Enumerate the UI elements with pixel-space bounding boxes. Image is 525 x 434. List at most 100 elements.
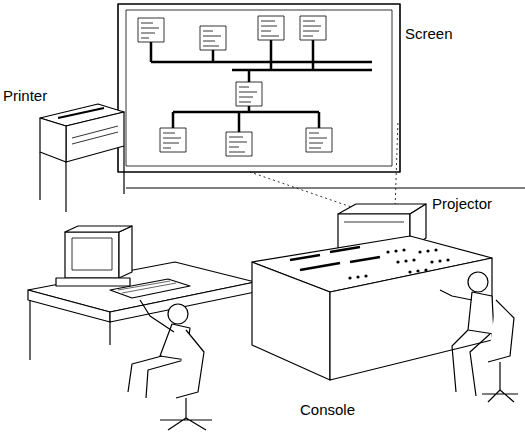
screen-diagram-wires-part <box>212 50 215 62</box>
screen-diagram-boxes-part <box>226 132 252 156</box>
control-console-part-part <box>430 260 433 263</box>
control-console-part-part <box>300 263 340 270</box>
screen-diagram-boxes-part <box>160 128 186 152</box>
part-label: Console <box>300 402 355 419</box>
screen-diagram-wires-part <box>151 61 372 64</box>
control-console-part-part <box>330 247 360 252</box>
control-console-part-part <box>416 269 419 272</box>
screen-diagram-boxes-part <box>300 16 326 40</box>
printer-part <box>72 132 118 144</box>
screen-diagram-wires-part <box>318 112 321 128</box>
control-console-part-part <box>424 268 427 271</box>
screen-diagram-boxes-part-part <box>226 132 252 156</box>
screen-diagram-boxes-part-part <box>258 16 284 40</box>
projection-screen-part <box>126 10 392 166</box>
control-console-part-part <box>434 248 437 251</box>
screen-diagram-wires <box>151 40 372 132</box>
screen-diagram-boxes-part-part <box>138 18 164 42</box>
operator-at-console-part <box>468 272 488 292</box>
screen-diagram-wires-part <box>270 40 273 70</box>
operator-at-computer-part <box>140 300 174 332</box>
printer-part <box>40 118 66 162</box>
operator-at-console-part <box>482 390 518 402</box>
operator-at-computer <box>128 300 212 430</box>
computer-desk-part <box>109 322 110 345</box>
operator-at-computer-part <box>160 418 212 430</box>
projector-part <box>344 222 404 223</box>
control-console-part <box>330 258 492 380</box>
screen-diagram-boxes-part <box>306 128 332 152</box>
operator-at-computer-part <box>185 398 186 418</box>
screen-diagram-boxes <box>138 16 332 156</box>
computer-monitor-part <box>56 278 130 286</box>
operator-at-computer-part <box>128 356 184 398</box>
control-console-part <box>348 248 449 279</box>
operator-at-console-part <box>468 292 494 334</box>
keyboard-part <box>110 279 190 298</box>
control-console-part-part <box>396 260 399 263</box>
screen-diagram-wires-part <box>232 69 372 72</box>
control-console-part-part <box>402 248 405 251</box>
screen-diagram-boxes-part-part <box>303 21 321 36</box>
screen-diagram-wires-part <box>173 111 319 114</box>
screen-diagram-boxes-part-part <box>261 21 279 36</box>
operator-at-console-part <box>440 290 472 300</box>
computer-desk <box>28 262 255 360</box>
screen-diagram-boxes-part-part <box>306 128 332 152</box>
control-console-part-part <box>290 255 320 260</box>
control-console-part-part <box>412 258 415 261</box>
screen-diagram-boxes-part <box>200 26 226 50</box>
control-console-part-part <box>404 259 407 262</box>
computer-desk-part <box>28 290 110 322</box>
computer-monitor-part <box>119 226 132 278</box>
screen-diagram-boxes-part-part <box>160 128 186 152</box>
screen-diagram-wires-part <box>172 112 175 128</box>
screen-diagram-boxes-part-part <box>163 133 181 148</box>
screen-diagram-boxes-part-part <box>239 87 257 102</box>
printer-part <box>72 126 118 138</box>
screen-diagram-boxes-part-part <box>203 31 221 46</box>
printer-part <box>58 108 104 118</box>
screen-diagram-boxes-part-part <box>229 137 247 152</box>
control-console-part-part <box>446 258 449 261</box>
printer-part <box>65 162 66 212</box>
computer-monitor-part <box>72 238 112 270</box>
screen-diagram-boxes-part-part <box>236 82 262 106</box>
part-label: Screen <box>405 26 453 43</box>
computer-desk-part <box>29 300 30 360</box>
projection-beam-part <box>250 172 360 210</box>
computer-monitor-part <box>65 226 132 232</box>
operator-at-console-part <box>499 362 500 390</box>
control-console-part-part <box>350 257 380 262</box>
operator-at-console-part <box>452 330 490 396</box>
printer-part <box>123 146 124 194</box>
printer-part <box>66 112 124 162</box>
operator-at-console-part <box>488 300 514 362</box>
screen-diagram-boxes-part-part <box>309 133 327 148</box>
operator-at-console <box>440 272 518 402</box>
printer <box>40 104 124 212</box>
screen-diagram-boxes-part <box>236 82 262 106</box>
projection-beam-part <box>395 120 398 210</box>
wall-line-part <box>126 187 525 188</box>
control-console-part <box>290 247 380 270</box>
screen-diagram-boxes-part-part <box>300 16 326 40</box>
control-console-part <box>252 262 330 380</box>
control-console-part-part <box>394 249 397 252</box>
control-console-part-part <box>418 250 421 253</box>
screen-diagram-wires-part <box>238 112 241 132</box>
projection-beam <box>250 120 398 210</box>
screen-diagram-wires-part <box>248 70 251 82</box>
keyboard <box>110 279 190 298</box>
control-console-part-part <box>356 275 359 278</box>
control-console-part-part <box>438 259 441 262</box>
screen-diagram-wires-part <box>312 40 315 70</box>
wall-line <box>126 187 525 188</box>
screen-diagram-boxes-part-part <box>141 23 159 38</box>
screen-diagram-boxes-part-part <box>200 26 226 50</box>
projection-screen-part <box>118 4 400 172</box>
part-label: Printer <box>3 88 47 105</box>
control-console-part-part <box>364 274 367 277</box>
